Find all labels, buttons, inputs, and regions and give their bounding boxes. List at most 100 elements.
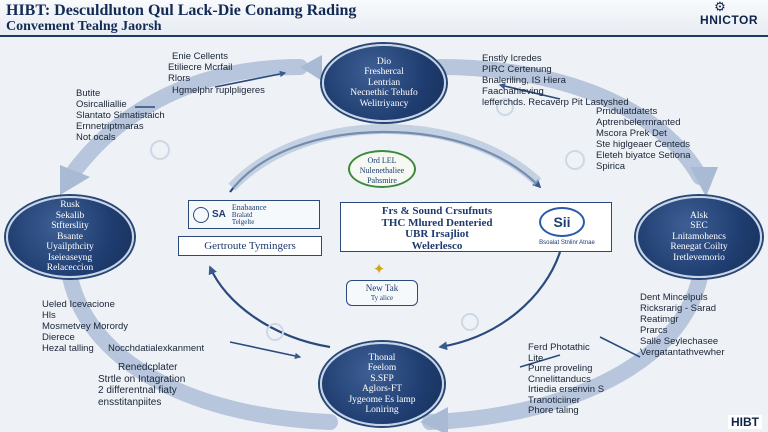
node-left-line: Stfterslity: [51, 221, 89, 232]
label-bottom-right: Ferd Photathic Lite Purre proveling Cnne…: [528, 342, 605, 417]
label-line: Butite: [76, 88, 101, 99]
label-line: Rlors: [168, 73, 191, 84]
label-top-right: Enstly Icredes PIRC Certenung Bnalerilin…: [482, 53, 629, 108]
node-left-line: Bsante: [57, 231, 83, 242]
label-line: Vergatantathvewher: [640, 347, 725, 358]
card-line: Bralatd: [231, 211, 253, 219]
label-line: Mscora Prek Det: [596, 128, 667, 139]
label-line: Tranoticiiner: [528, 394, 580, 406]
info-card-lower[interactable]: New Tak Ty alice: [346, 280, 418, 306]
card-line: Ty alice: [370, 294, 394, 302]
sii-logo: Sii: [539, 207, 585, 237]
label-line: Dierece: [42, 332, 75, 343]
label-line: Lite: [528, 352, 544, 364]
label-line: Cnnelittanducs: [528, 373, 591, 385]
node-right-line: Alsk: [690, 210, 708, 221]
node-bottom-line: Loniring: [365, 405, 399, 415]
label-line: Ueled Icevacione: [42, 299, 115, 310]
card-line: New Tak: [365, 283, 399, 293]
label-bottom-left: Renedcplater Strtle on Intagration 2 dif…: [98, 362, 185, 408]
node-left[interactable]: Rusk Sekalib Stfterslity Bsante Uyailpth…: [6, 196, 134, 278]
node-bottom-line: Thonal: [368, 352, 396, 363]
node-bottom-line: Aglors-FT: [361, 384, 403, 394]
info-card-strip[interactable]: Gertroute Tymingers: [178, 236, 322, 256]
sii-caption: Bsoalat Stnlinr Atnae: [539, 240, 595, 246]
label-line: Irtiedia ersenvin S: [528, 384, 605, 395]
info-card-main-text: Frs & Sound Crsufnuts THC Mlured Denteri…: [349, 205, 525, 252]
node-right-line: Renegat Coilty: [670, 242, 728, 253]
label-right-lower: Dent Mincelpuls Ricksrarig - Sarad Reati…: [640, 292, 725, 358]
node-bottom-line: Jygeome Es lamp: [348, 394, 416, 405]
card-line: Telgelte: [231, 218, 255, 226]
card-line: THC Mlured Denteried: [381, 216, 493, 229]
inner-cycle-wide: [228, 123, 542, 191]
footer-brand-logo: HIBT: [728, 415, 762, 429]
label-line: Faachahieving: [482, 86, 544, 97]
info-card-main[interactable]: Frs & Sound Crsufnuts THC Mlured Denteri…: [340, 202, 612, 252]
page-subtitle: Convement Tealng Jaorsh: [6, 19, 162, 34]
label-left-lower-b: Nocchdatialexkanment: [108, 343, 204, 354]
center-badge: Ord LEL Nulenethaliee Pahsmire: [348, 150, 416, 188]
label-line: Renedcplater: [118, 362, 178, 373]
label-line: Ricksrarig - Sarad: [640, 303, 717, 314]
label-right-upper: Prndulatdatets Aptrenbelerrnranted Mscor…: [596, 106, 691, 172]
node-top-line: Freshercal: [364, 67, 404, 78]
info-card-left[interactable]: SA Enabaance Bralatd Telgelte: [188, 200, 320, 229]
label-line: Dent Mincelpuls: [640, 292, 708, 303]
outer-cycle-arrows: [62, 59, 708, 430]
label-line: Ernnetriptmaras: [76, 121, 144, 132]
label-line: 2 differentnal fiaty: [98, 385, 177, 396]
card-line: Frs & Sound Crsufnuts: [381, 205, 493, 217]
label-line: Prndulatdatets: [596, 106, 658, 117]
label-left-lower: Ueled Icevacione Hls Mosmetvey Morordy D…: [42, 299, 128, 354]
label-line: Salle Seylechasee: [640, 336, 719, 347]
label-line: Not ocals: [76, 132, 116, 143]
sii-logo-text: Sii: [553, 214, 571, 230]
label-line: Eleteh biyatce Setiona: [596, 150, 691, 161]
label-line: Enie Cellents: [172, 51, 228, 62]
label-left-upper: Butite Osircalliallie Slantato Simatista…: [76, 88, 165, 143]
card-line: UBR Irsajliot: [405, 228, 469, 240]
node-top[interactable]: Dio Freshercal Lentrian Necnethic Tehufo…: [322, 44, 446, 122]
brand-logo: HNICTOR: [700, 13, 758, 27]
badge-line: Nulenethaliee: [359, 166, 405, 175]
outer-cycle-arrowheads: [60, 55, 718, 432]
label-line: Reatimgr: [640, 314, 679, 325]
label-line: Bnaleriling, IS Hiera: [482, 75, 566, 86]
label-line: Ste higlgeaer Centeds: [596, 139, 691, 150]
node-left-line: Iseieaseyng: [47, 252, 93, 263]
node-left-line: Sekalib: [55, 210, 85, 221]
node-top-line: Necnethic Tehufo: [350, 88, 418, 99]
node-right-line: SEC: [690, 221, 708, 232]
label-top-left: Enie Cellents Etiliecre Mcrfail Rlors: [168, 51, 232, 84]
node-left-line: Relaceccion: [46, 263, 94, 274]
page-title: HIBT: Desculdluton Qul Lack-Die Conamg R…: [6, 2, 357, 19]
node-bottom[interactable]: Thonal Feelom S.SFP Aglors-FT Jygeome Es…: [320, 342, 444, 426]
node-top-line: Dio: [376, 56, 392, 67]
label-line: ensstitanpiites: [98, 396, 162, 408]
label-line: Slantato Simatistaich: [76, 110, 165, 121]
header-bar: HIBT: Desculdluton Qul Lack-Die Conamg R…: [0, 0, 768, 37]
badge-line: Pahsmire: [367, 176, 397, 185]
label-line: Aptrenbelerrnranted: [596, 117, 681, 128]
bird-icon: ✦: [372, 261, 386, 278]
node-right-line: Lnitamohencs: [672, 231, 726, 242]
label-line: Hls: [42, 310, 56, 321]
label-line: Nocchdatialexkanment: [108, 343, 205, 354]
node-left-line: Uyailpthcity: [46, 242, 94, 253]
label-line: Mosmetvey Morordy: [42, 321, 129, 332]
label-line: Ferd Photathic: [528, 342, 590, 353]
label-line: Enstly Icredes: [482, 53, 542, 64]
node-right[interactable]: Alsk SEC Lnitamohencs Renegat Coilty Ire…: [636, 196, 762, 278]
label-line: Strtle on Intagration: [98, 373, 186, 385]
label-top-left-b: Hgmelphr ruplpligeres: [172, 85, 265, 96]
label-line: Phore taling: [528, 405, 579, 416]
cycle-diagram: [60, 55, 718, 432]
node-bottom-line: S.SFP: [370, 373, 394, 384]
sa-logo: SA: [212, 209, 226, 220]
node-bottom-line: Feelom: [367, 363, 397, 373]
label-line: Purre proveling: [528, 363, 593, 374]
card-line: Enabaance: [231, 203, 267, 212]
node-top-line: Lentrian: [367, 77, 401, 88]
label-line: Etiliecre Mcrfail: [168, 62, 233, 73]
